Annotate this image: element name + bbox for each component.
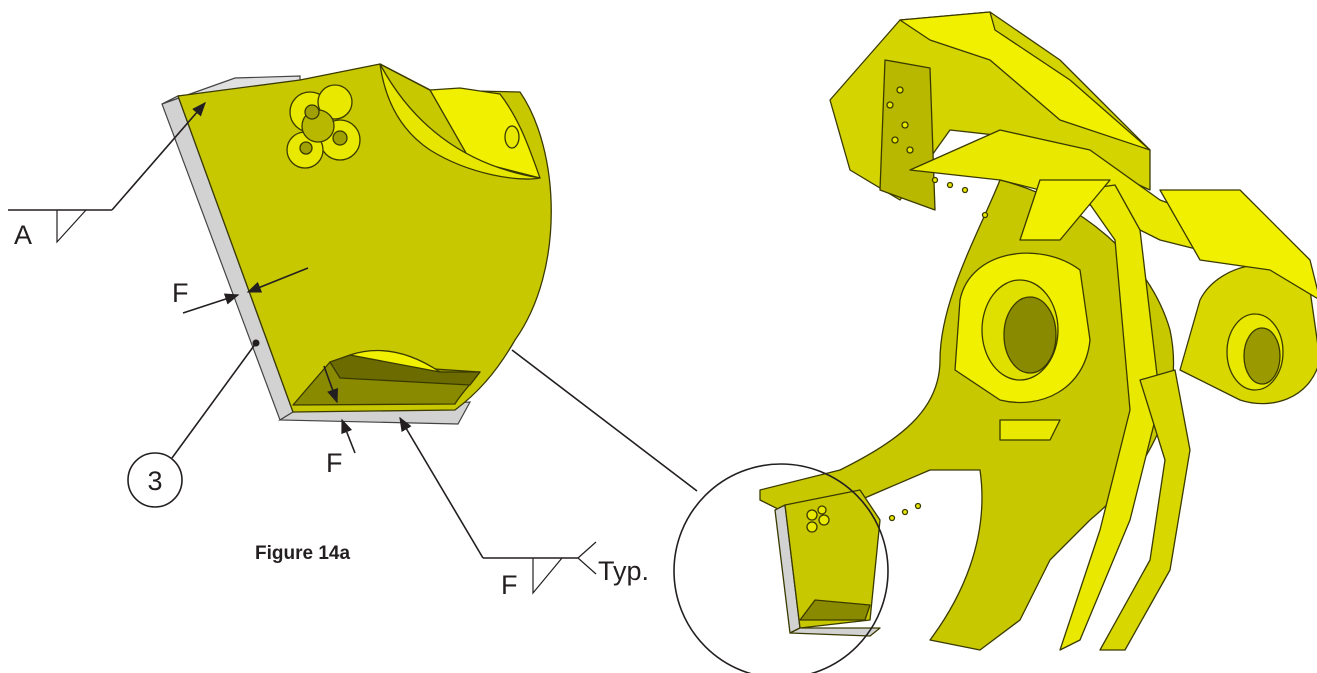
clover-hole: [286, 84, 361, 169]
dimension-label-bottom: F: [326, 448, 343, 478]
assembly-view: [673, 11, 1317, 673]
balloon-callout: 3: [127, 339, 260, 508]
weld-tail-note: Typ.: [598, 556, 649, 586]
fillet-weld-icon: [56, 209, 87, 244]
weld-size-top: A: [14, 220, 32, 250]
balloon-number: 3: [147, 466, 162, 496]
figure-caption: Figure 14a: [255, 543, 350, 564]
dimension-side: F: [172, 267, 309, 314]
weld-size-bottom: F: [501, 570, 518, 600]
detail-view: [161, 63, 552, 425]
small-hole: [504, 125, 520, 149]
weld-symbol-bottom: F Typ.: [399, 416, 649, 600]
dimension-label-side: F: [172, 278, 189, 308]
detail-circle: [673, 463, 889, 673]
dimension-bottom: F: [323, 365, 356, 478]
part-top-ridge: [379, 63, 541, 180]
weld-symbol-top: A: [8, 101, 206, 250]
bottom-pocket-wall: [329, 354, 481, 386]
fillet-weld-icon-2: [532, 557, 563, 595]
detail-leader: [511, 349, 698, 492]
weld-tail: [577, 541, 597, 575]
